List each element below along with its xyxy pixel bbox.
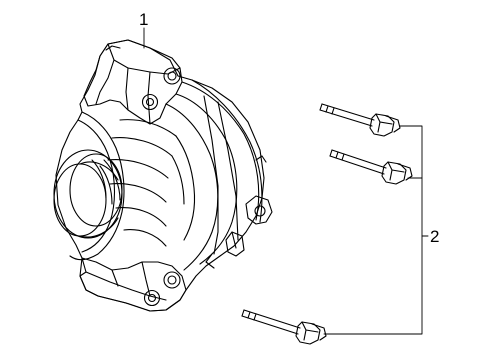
stator-ring-1 — [175, 93, 238, 265]
upper-bolt-hole-1 — [163, 67, 181, 85]
callout-1-label: 1 — [139, 10, 148, 29]
alternator-housing-outline — [55, 39, 265, 312]
stator-ring-3 — [181, 81, 260, 221]
mounting-bolt-2 — [329, 149, 413, 185]
upper-bolt-hole-2 — [141, 93, 159, 111]
pulley — [53, 149, 123, 239]
lower-bolt-hole-1 — [163, 271, 181, 289]
alternator-illustration — [53, 39, 273, 312]
callout-2-label: 2 — [430, 227, 439, 246]
lower-mount-ear — [79, 257, 187, 312]
terminal-connector — [205, 155, 273, 269]
lower-bolt-hole-2 — [143, 289, 161, 307]
mounting-bolt-3 — [241, 309, 327, 345]
leader-lines — [143, 27, 429, 335]
front-housing-frame — [69, 111, 125, 261]
leader-line-2 — [323, 125, 423, 335]
mounting-bolt-1 — [319, 103, 401, 137]
pulley-face — [53, 163, 107, 237]
